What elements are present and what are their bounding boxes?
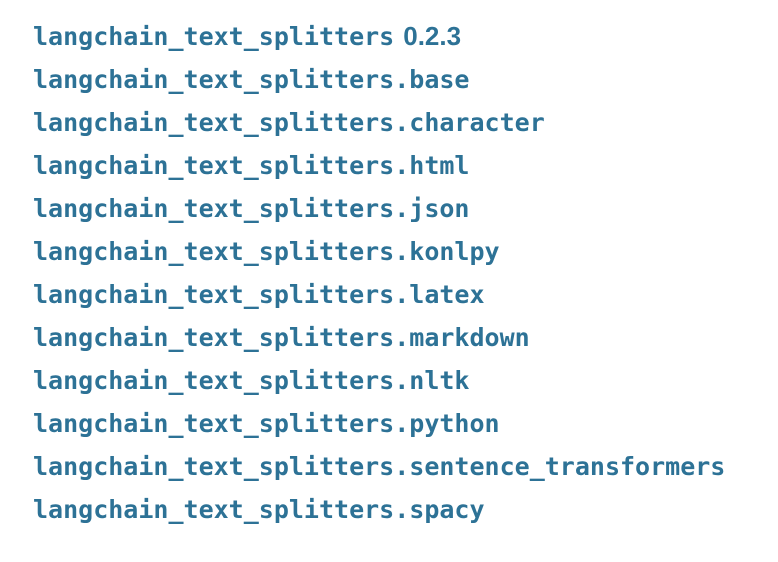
module-link[interactable]: langchain_text_splitters.json <box>33 194 470 223</box>
module-row: langchain_text_splitters.base <box>33 58 778 101</box>
module-index: langchain_text_splitters 0.2.3 langchain_… <box>33 15 778 531</box>
module-row: langchain_text_splitters.character <box>33 101 778 144</box>
module-link[interactable]: langchain_text_splitters.python <box>33 409 500 438</box>
module-link[interactable]: langchain_text_splitters.sentence_transf… <box>33 452 726 481</box>
module-row: langchain_text_splitters.nltk <box>33 359 778 402</box>
module-row: langchain_text_splitters.spacy <box>33 488 778 531</box>
module-row: langchain_text_splitters.html <box>33 144 778 187</box>
package-link[interactable]: langchain_text_splitters <box>33 22 395 51</box>
module-row: langchain_text_splitters.konlpy <box>33 230 778 273</box>
module-link[interactable]: langchain_text_splitters.html <box>33 151 470 180</box>
module-link[interactable]: langchain_text_splitters.markdown <box>33 323 530 352</box>
package-header-line: langchain_text_splitters 0.2.3 <box>33 15 778 58</box>
module-row: langchain_text_splitters.markdown <box>33 316 778 359</box>
package-version: 0.2.3 <box>403 21 462 51</box>
module-link[interactable]: langchain_text_splitters.spacy <box>33 495 485 524</box>
module-link[interactable]: langchain_text_splitters.nltk <box>33 366 470 395</box>
module-row: langchain_text_splitters.python <box>33 402 778 445</box>
module-link[interactable]: langchain_text_splitters.character <box>33 108 545 137</box>
module-link[interactable]: langchain_text_splitters.base <box>33 65 470 94</box>
module-row: langchain_text_splitters.json <box>33 187 778 230</box>
module-row: langchain_text_splitters.sentence_transf… <box>33 445 778 488</box>
module-row: langchain_text_splitters.latex <box>33 273 778 316</box>
module-link[interactable]: langchain_text_splitters.latex <box>33 280 485 309</box>
module-link[interactable]: langchain_text_splitters.konlpy <box>33 237 500 266</box>
module-list: langchain_text_splitters.base langchain_t… <box>33 58 778 531</box>
